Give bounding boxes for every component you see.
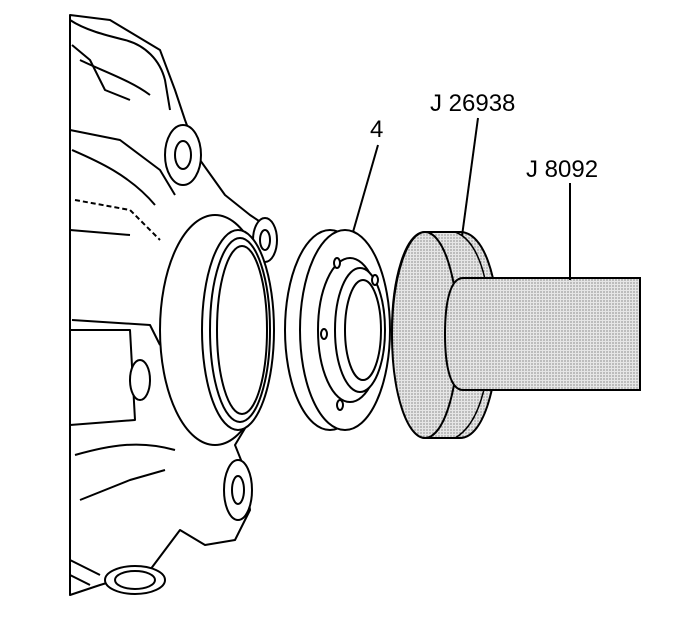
driver-handle-tool — [443, 277, 641, 391]
callout-driver-handle-label: J 8092 — [526, 156, 599, 183]
leader-line-seal — [352, 144, 379, 233]
leader-line-installer — [461, 117, 479, 237]
leader-lines — [352, 117, 571, 280]
callout-installer-label: J 26938 — [430, 90, 516, 117]
axle-housing — [69, 14, 278, 596]
oil-seal — [284, 229, 391, 431]
callout-seal-label: 4 — [370, 116, 384, 143]
